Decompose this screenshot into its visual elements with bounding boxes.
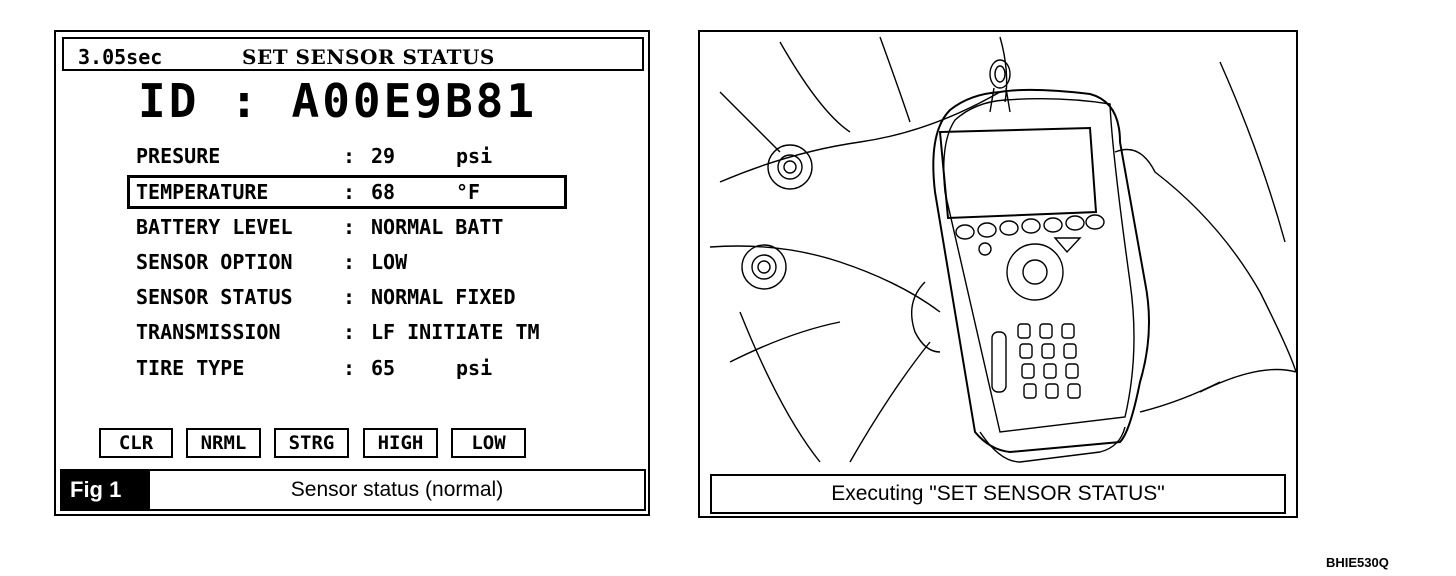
low-button[interactable]: LOW bbox=[451, 428, 526, 458]
sensor-id: ID : A00E9B81 bbox=[138, 74, 537, 128]
sensor-id-separator: : bbox=[230, 74, 261, 128]
scan-tool-screen: 3.05sec SET SENSOR STATUS ID : A00E9B81 … bbox=[54, 30, 650, 516]
row-label: SENSOR OPTION bbox=[136, 250, 293, 274]
row-temperature[interactable]: TEMPERATURE : 68 °F bbox=[136, 180, 480, 210]
figure-caption-bar: Fig 1 Sensor status (normal) bbox=[60, 469, 646, 511]
row-separator: : bbox=[343, 250, 356, 274]
row-separator: : bbox=[343, 320, 356, 344]
elapsed-time: 3.05sec bbox=[78, 45, 163, 69]
row-label: TEMPERATURE bbox=[136, 180, 269, 204]
sensor-id-value: A00E9B81 bbox=[291, 74, 538, 128]
row-label: PRESURE bbox=[136, 144, 221, 168]
selected-row-highlight bbox=[127, 175, 567, 209]
row-separator: : bbox=[343, 180, 356, 204]
row-label: TRANSMISSION bbox=[136, 320, 281, 344]
nrml-button[interactable]: NRML bbox=[186, 428, 261, 458]
sensor-id-label: ID bbox=[138, 74, 200, 128]
row-label: TIRE TYPE bbox=[136, 356, 245, 380]
row-unit: psi bbox=[456, 144, 493, 168]
row-sensor-status: SENSOR STATUS : NORMAL FIXED bbox=[136, 285, 516, 315]
row-separator: : bbox=[343, 356, 356, 380]
row-value: NORMAL BATT bbox=[371, 215, 504, 239]
row-separator: : bbox=[343, 285, 356, 309]
row-battery-level: BATTERY LEVEL : NORMAL BATT bbox=[136, 215, 503, 245]
illustration-panel: Executing "SET SENSOR STATUS" bbox=[698, 30, 1298, 518]
figure-label: Fig 1 bbox=[62, 471, 150, 509]
scan-tool-in-hand-illustration bbox=[709, 36, 1296, 463]
row-tire-type: TIRE TYPE : 65 psi bbox=[136, 356, 492, 386]
row-separator: : bbox=[343, 144, 356, 168]
high-button[interactable]: HIGH bbox=[363, 428, 438, 458]
illustration-caption: Executing "SET SENSOR STATUS" bbox=[710, 474, 1286, 514]
row-value: 68 bbox=[371, 180, 396, 204]
clr-button[interactable]: CLR bbox=[99, 428, 173, 458]
screen-title: SET SENSOR STATUS bbox=[242, 45, 495, 69]
row-separator: : bbox=[343, 215, 356, 239]
row-value: NORMAL FIXED bbox=[371, 285, 516, 309]
row-unit: psi bbox=[456, 356, 493, 380]
document-code: BHIE530Q bbox=[1326, 555, 1389, 570]
row-value: 65 bbox=[371, 356, 396, 380]
screen-header: 3.05sec SET SENSOR STATUS bbox=[62, 37, 644, 71]
row-sensor-option: SENSOR OPTION : LOW bbox=[136, 250, 407, 280]
row-label: SENSOR STATUS bbox=[136, 285, 293, 309]
strg-button[interactable]: STRG bbox=[274, 428, 349, 458]
row-pressure: PRESURE : 29 psi bbox=[136, 144, 492, 174]
row-label: BATTERY LEVEL bbox=[136, 215, 293, 239]
row-unit: °F bbox=[456, 180, 481, 204]
row-value: 29 bbox=[371, 144, 396, 168]
row-value: LOW bbox=[371, 250, 408, 274]
row-transmission: TRANSMISSION : LF INITIATE TM bbox=[136, 320, 540, 350]
row-value: LF INITIATE TM bbox=[371, 320, 540, 344]
figure-caption: Sensor status (normal) bbox=[290, 478, 504, 501]
